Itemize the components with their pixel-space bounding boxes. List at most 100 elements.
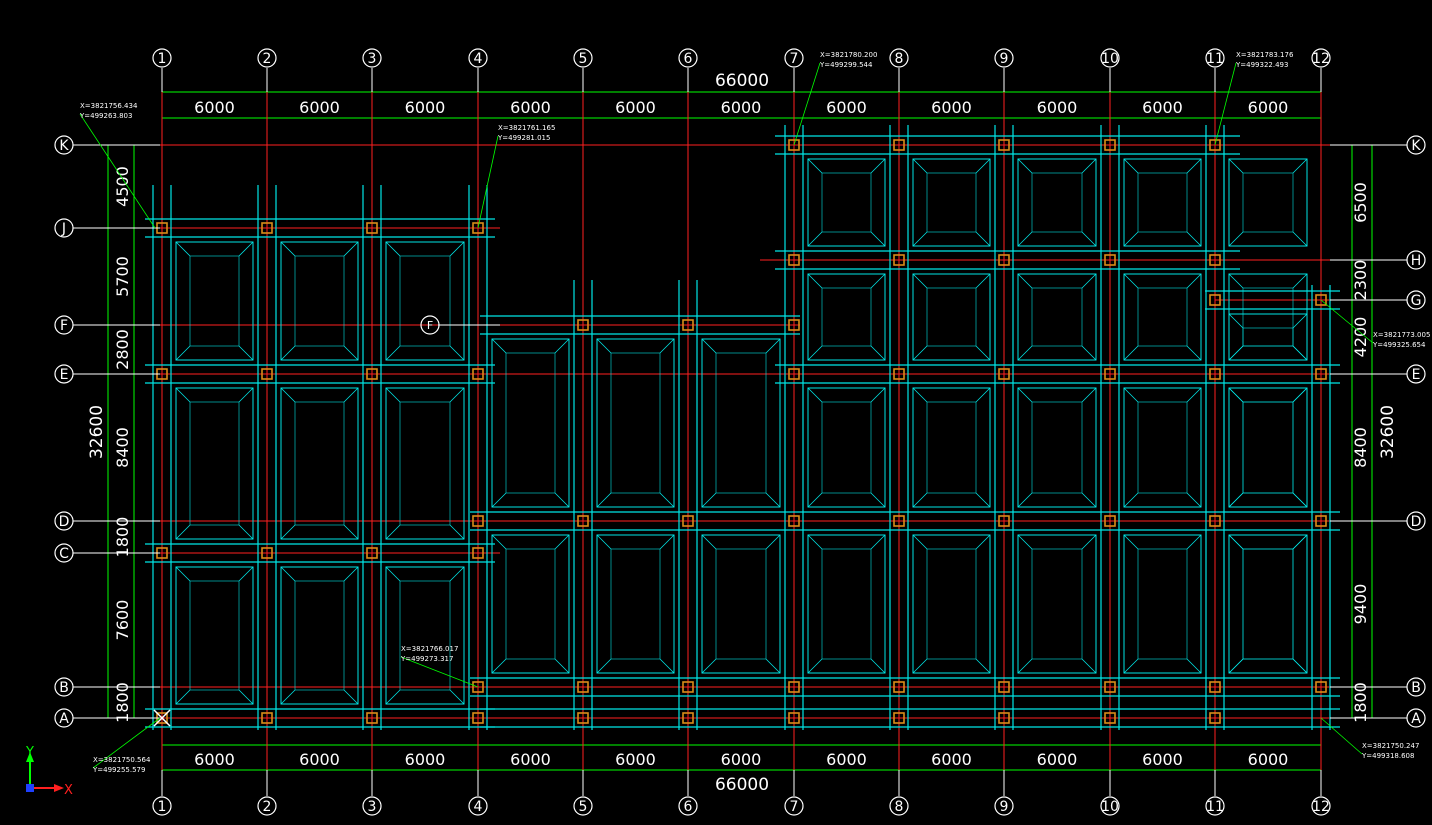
slab-panel (1017, 273, 1097, 361)
panel-chamfer (807, 158, 823, 174)
panel-inner (505, 548, 556, 660)
panel-chamfer (1081, 158, 1097, 174)
panel-chamfer (1017, 231, 1033, 247)
ucs-y-label: Y (25, 745, 34, 760)
panel-chamfer (175, 524, 191, 540)
axis-bubble-left-D (54, 511, 74, 531)
panel-chamfer (912, 345, 928, 361)
panel-inner (1242, 287, 1294, 347)
axis-bubble-floating-F (420, 315, 440, 335)
column-pad (261, 712, 273, 724)
column-pad (893, 681, 905, 693)
panel-inner (1242, 327, 1294, 347)
coordinate-x: X=3821756.434 (80, 102, 138, 110)
axis-bubble-bottom-2-label: 2 (263, 799, 272, 815)
bay-dimension-bottom: 6000 (1142, 750, 1183, 769)
column-pad (577, 319, 589, 331)
span-dimension-left: 5700 (113, 256, 132, 297)
coordinate-y: Y=499255.579 (92, 766, 145, 774)
axis-bubble-top-8-label: 8 (895, 51, 904, 67)
panel-inner (399, 255, 451, 347)
axis-bubble-bottom-1 (152, 796, 172, 816)
axis-bubble-top-5-label: 5 (579, 51, 588, 67)
axis-bubble-right-H-label: H (1411, 253, 1422, 269)
panel-inner (1031, 548, 1083, 660)
slab-panel (1017, 387, 1097, 508)
axis-bubble-top-11-label: 11 (1206, 51, 1224, 67)
axis-bubble-right-A (1406, 708, 1426, 728)
panel-chamfer (554, 338, 570, 354)
panel-chamfer (280, 387, 296, 403)
axis-bubble-top-12 (1311, 48, 1331, 68)
bay-dimension-top: 6000 (510, 98, 551, 117)
slab-panel (1228, 273, 1308, 361)
panel-chamfer (807, 231, 823, 247)
axis-bubble-top-3 (362, 48, 382, 68)
slab-panel (1017, 158, 1097, 247)
slab-panel (1228, 158, 1308, 247)
panel-inner (1242, 401, 1294, 494)
axis-bubble-top-1 (152, 48, 172, 68)
column-pad (1104, 368, 1116, 380)
panel-chamfer (280, 689, 296, 705)
column-pad (261, 368, 273, 380)
axis-bubble-left-A-label: A (59, 711, 69, 727)
panel-chamfer (1123, 492, 1139, 508)
panel-chamfer (765, 338, 781, 354)
axis-bubble-top-6 (678, 48, 698, 68)
panel-chamfer (765, 658, 781, 674)
panel-chamfer (385, 387, 401, 403)
axis-bubble-left-B (54, 677, 74, 697)
span-dimension-right: 9400 (1351, 584, 1370, 625)
bay-dimension-bottom: 6000 (1037, 750, 1078, 769)
panel-chamfer (765, 534, 781, 550)
panel-chamfer (343, 566, 359, 582)
span-dimension-left: 2800 (113, 329, 132, 370)
panel-inner (1242, 548, 1294, 660)
bay-dimension-bottom: 6000 (615, 750, 656, 769)
panel-inner (294, 580, 345, 691)
column-pad (1209, 515, 1221, 527)
axis-bubble-bottom-6-label: 6 (684, 799, 693, 815)
column-pad (1209, 368, 1221, 380)
panel-chamfer (385, 345, 401, 361)
axis-bubble-right-K-label: K (1411, 138, 1421, 154)
panel-chamfer (1186, 492, 1202, 508)
callout-leader (477, 135, 499, 229)
column-pad (1209, 294, 1221, 306)
axis-bubble-bottom-4-label: 4 (474, 799, 483, 815)
dimension-text-layer: 66000 66000 32600 32600 F Y X (25, 71, 1398, 798)
axis-bubble-top-8 (889, 48, 909, 68)
slab-panel (912, 387, 991, 508)
span-dimension-left: 1800 (113, 682, 132, 723)
panel-chamfer (385, 689, 401, 705)
panel-inner (294, 255, 345, 347)
column-pad (998, 254, 1010, 266)
slab-panel (596, 534, 675, 674)
axis-bubble-left-K (54, 135, 74, 155)
callout-leader (1320, 299, 1374, 344)
panel-chamfer (1292, 492, 1308, 508)
panel-chamfer (280, 345, 296, 361)
axis-bubble-right-A-label: A (1411, 711, 1421, 727)
panel-chamfer (1081, 273, 1097, 289)
panel-chamfer (975, 492, 991, 508)
panel-chamfer (491, 492, 507, 508)
axis-bubble-top-2 (257, 48, 277, 68)
coordinate-x: X=3821750.247 (1362, 742, 1419, 750)
axis-bubble-right-G (1406, 290, 1426, 310)
axis-bubble-left-C (54, 543, 74, 563)
coordinate-x: X=3821780.200 (820, 51, 877, 59)
foundation-beam-layer (145, 125, 1340, 730)
floating-axis-label: F (427, 319, 433, 332)
slab-panel (491, 534, 570, 674)
panel-chamfer (1292, 387, 1308, 403)
axis-bubble-bottom-12-label: 12 (1312, 799, 1330, 815)
axis-bubble-top-7 (784, 48, 804, 68)
axis-bubble-bottom-3-label: 3 (368, 799, 377, 815)
panel-inner (189, 401, 240, 526)
panel-chamfer (596, 338, 612, 354)
coordinate-y: Y=499299.544 (819, 61, 873, 69)
panel-chamfer (1292, 313, 1308, 329)
